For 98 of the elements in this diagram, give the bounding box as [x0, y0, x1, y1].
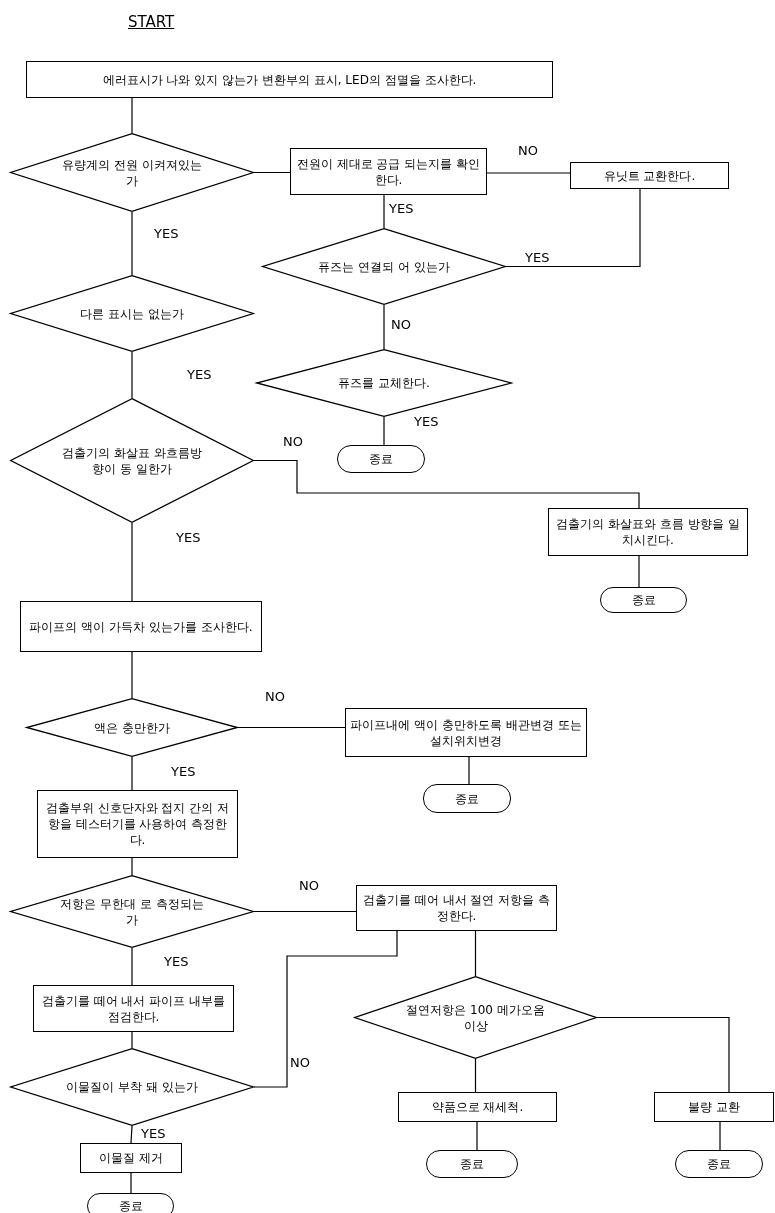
edge-label: YES: [186, 367, 213, 382]
node-text: 이물질이 부착 돼 있는가: [66, 1079, 198, 1095]
start-heading: START: [128, 13, 175, 31]
edge-label: NO: [390, 317, 412, 332]
connector-line: [505, 188, 641, 268]
node-text: 액은 충만한가: [94, 719, 170, 736]
node-text: 검출기를 떼어 내서 절연 저항을 측정한다.: [361, 892, 552, 924]
node-text: 종료: [117, 1198, 144, 1213]
node-text: 에러표시가 나와 있지 않는가 변환부의 표시, LED의 점멸을 조사한다.: [101, 71, 478, 88]
node-text: 퓨즈를 교체한다.: [338, 375, 430, 391]
edge-label: NO: [282, 434, 304, 449]
process-box: [80, 1143, 182, 1173]
edge-label: YES: [153, 226, 180, 241]
edge-label: YES: [388, 201, 415, 216]
connector-line: [131, 857, 133, 876]
process-box: [345, 708, 587, 757]
edge-label: YES: [140, 1126, 167, 1141]
connector-line: [486, 172, 571, 174]
node-text: 검출부위 신호단자와 접지 간의 저항을 테스터기를 사용하여 측정한다.: [44, 800, 231, 848]
connector-line: [130, 1125, 133, 1144]
decision-diamond: [10, 1048, 254, 1126]
node-text: 종료: [630, 592, 657, 608]
node-text: 이물질 제거: [98, 1150, 164, 1166]
connector-line: [468, 756, 470, 785]
decision-diamond: [10, 875, 254, 948]
connector-line: [130, 1172, 132, 1194]
node-text: 절연저항은 100 메가오옴 이상: [405, 1001, 546, 1034]
decision-diamond: [26, 698, 238, 757]
connector-line: [253, 459, 640, 509]
process-box: [37, 790, 238, 858]
edge-label: NO: [289, 1055, 311, 1070]
connector-line: [476, 1121, 478, 1151]
connector-line: [253, 910, 357, 913]
end-terminal: [423, 784, 511, 813]
process-box: [398, 1092, 557, 1122]
decision-diamond: [256, 349, 512, 417]
process-box: [570, 162, 729, 189]
connector-line: [383, 194, 385, 229]
connector-line: [383, 416, 385, 446]
connector-line: [131, 211, 133, 276]
process-box: [20, 601, 262, 652]
node-text: 저항은 무한대 로 측정되는가: [59, 895, 205, 928]
process-box: [356, 885, 557, 931]
node-text: 파이프의 액이 가득차 있는가를 조사한다.: [28, 618, 254, 635]
process-box: [654, 1092, 774, 1122]
connector-line: [596, 1016, 730, 1093]
node-text: 유량계의 전원 이켜져있는가: [61, 156, 203, 189]
decision-diamond: [10, 275, 254, 352]
end-terminal: [675, 1150, 763, 1178]
edge-label: NO: [264, 689, 286, 704]
process-box: [26, 61, 553, 98]
connector-line: [719, 1121, 721, 1151]
connector-line: [237, 726, 346, 729]
connector-line: [131, 651, 133, 699]
connector-line: [131, 522, 133, 602]
connector-line: [253, 930, 398, 1088]
node-text: 약품으로 재세척.: [430, 1099, 525, 1115]
node-text: 퓨즈는 연결되 어 있는가: [318, 258, 450, 275]
end-terminal: [87, 1193, 174, 1213]
connector-line: [253, 171, 291, 174]
decision-diamond: [354, 976, 597, 1059]
node-text: 종료: [706, 1156, 732, 1172]
end-terminal: [426, 1150, 518, 1178]
node-text: 파이프내에 액이 충만하도록 배관변경 또는 설치위치변경: [349, 716, 583, 749]
edge-label: YES: [163, 954, 190, 969]
connector-line: [383, 304, 385, 350]
node-text: 검출기를 떼어 내서 파이프 내부를 점검한다.: [40, 992, 227, 1025]
connector-line: [638, 555, 640, 588]
edge-label: YES: [170, 764, 197, 779]
edge-label: YES: [524, 250, 551, 265]
node-text: 다른 표시는 없는가: [80, 305, 184, 322]
node-text: 검출기의 화살표와 흐름 방향을 일치시킨다.: [555, 516, 741, 548]
end-terminal: [337, 445, 425, 473]
decision-diamond: [10, 133, 254, 212]
edge-label: YES: [175, 530, 202, 545]
connector-line: [474, 1058, 477, 1093]
node-text: 유닛트 교환한다.: [602, 167, 697, 184]
connector-line: [131, 947, 133, 986]
edge-label: YES: [413, 414, 440, 429]
node-text: 종료: [459, 1156, 485, 1172]
edge-label: NO: [517, 143, 539, 158]
end-terminal: [600, 587, 687, 613]
node-text: 검출기의 화살표 와흐름방향이 동 일한가: [61, 444, 203, 477]
node-text: 종료: [454, 790, 480, 807]
edge-label: NO: [298, 878, 320, 893]
connector-line: [131, 351, 133, 399]
decision-diamond: [10, 398, 254, 523]
connector-line: [131, 1031, 133, 1049]
process-box: [548, 508, 748, 556]
process-box: [290, 148, 487, 195]
process-box: [33, 985, 234, 1032]
node-text: 불량 교환: [687, 1099, 741, 1115]
node-text: 종료: [368, 451, 394, 467]
decision-diamond: [262, 228, 506, 305]
connector-line: [131, 756, 133, 791]
connector-line: [474, 930, 477, 977]
connector-line: [131, 97, 133, 134]
node-text: 전원이 제대로 공급 되는지를 확인한다.: [295, 155, 482, 188]
